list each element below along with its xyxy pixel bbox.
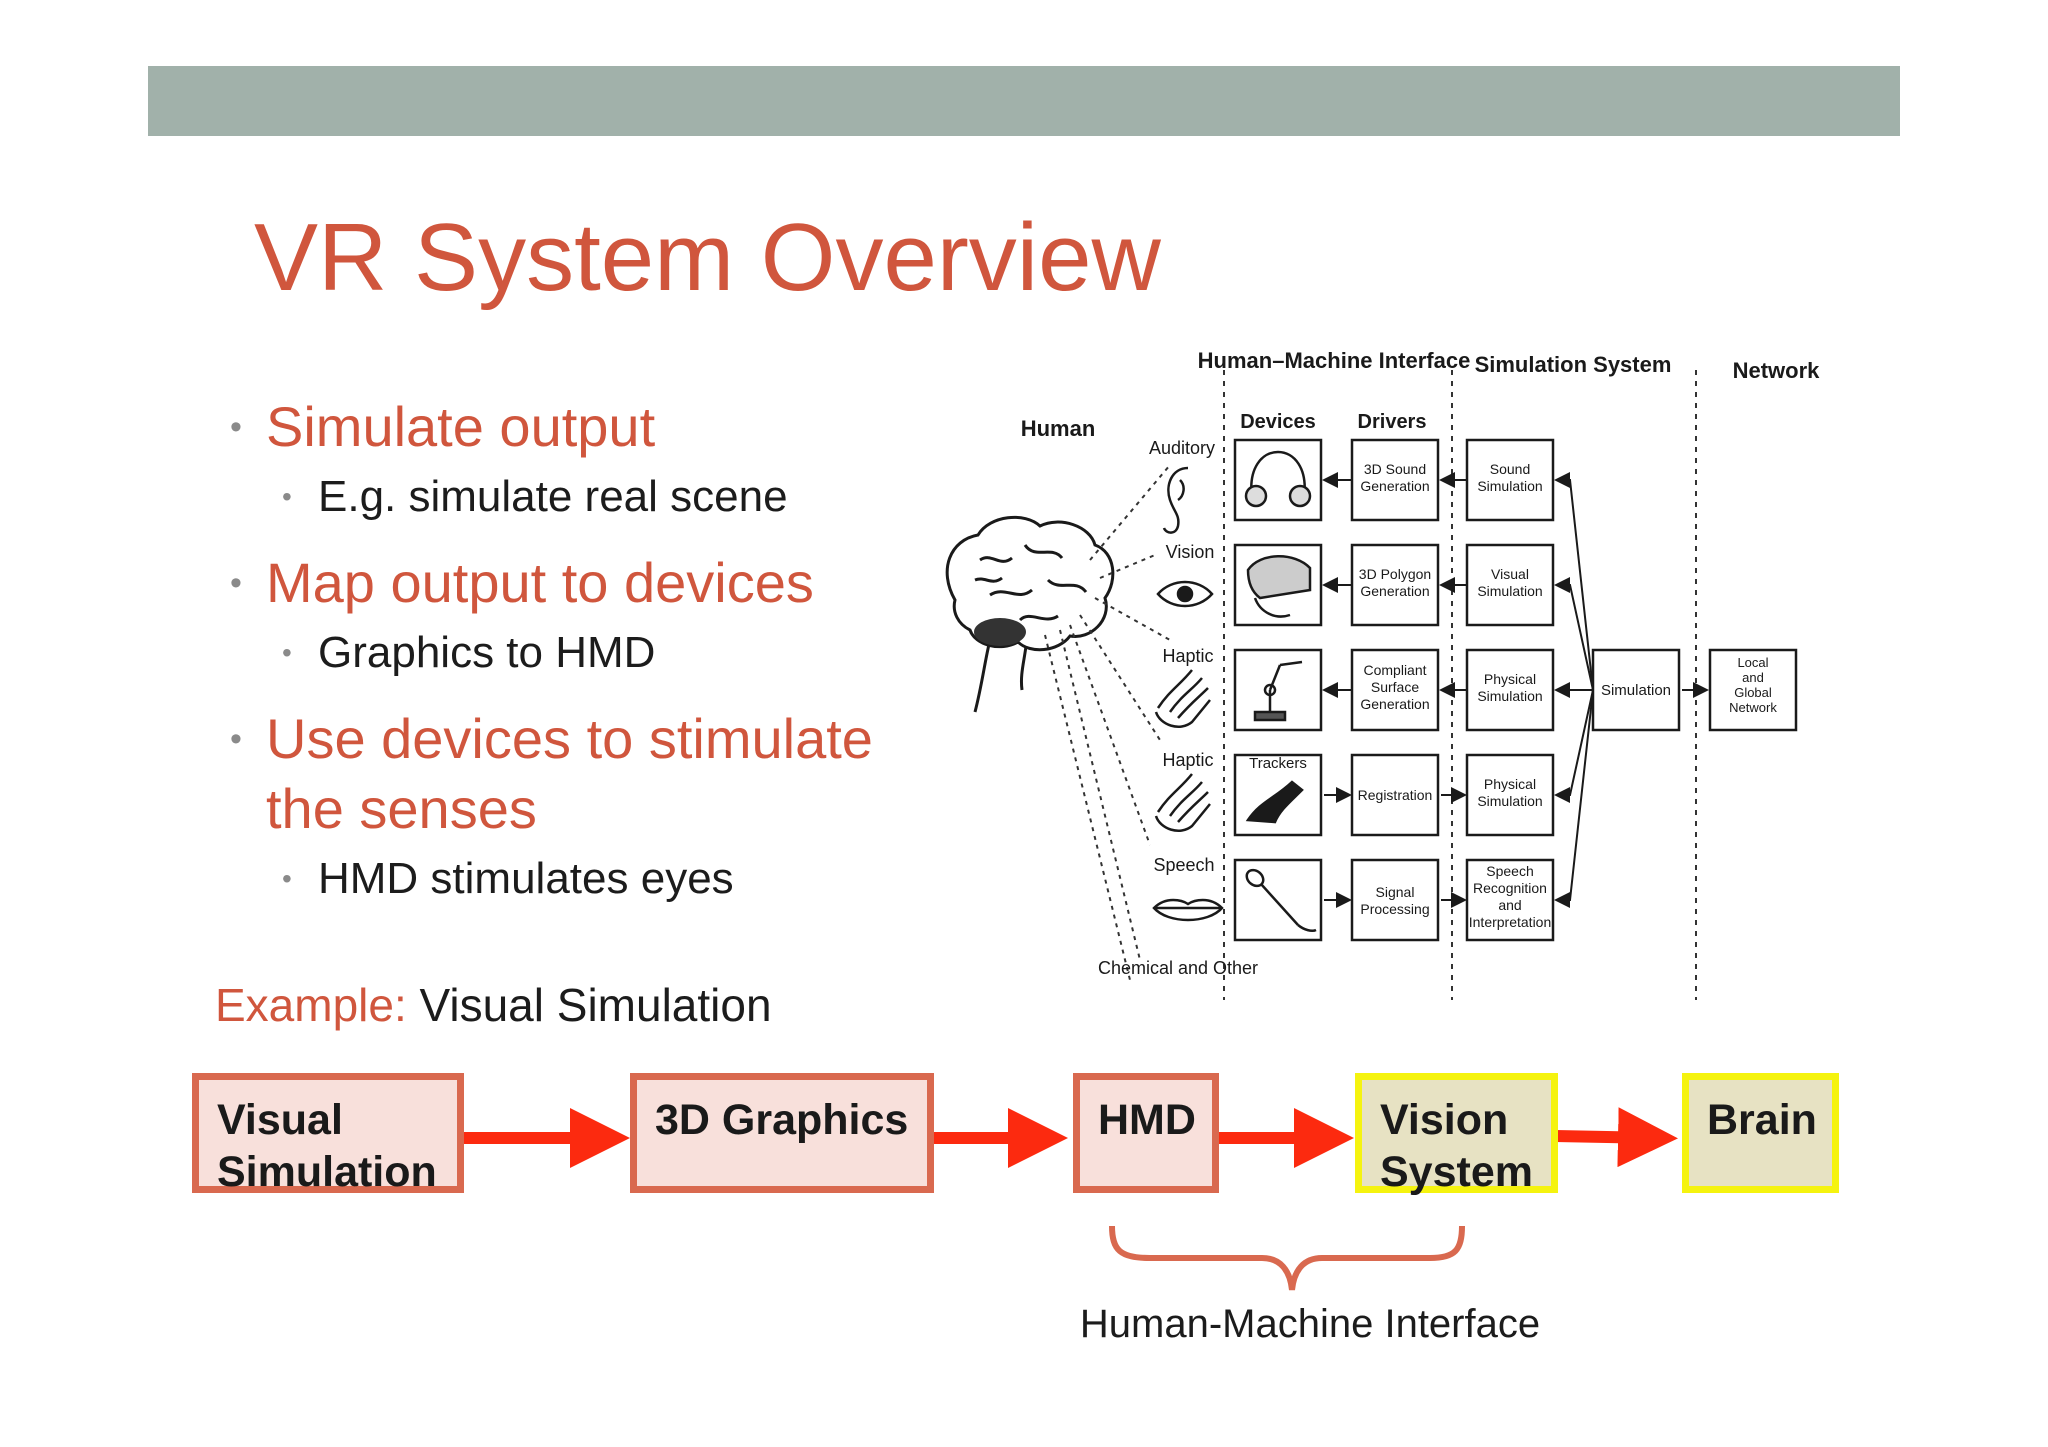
example-label: Example: <box>215 979 407 1031</box>
microphone-icon <box>1245 868 1317 933</box>
flow-node-brain: Brain <box>1682 1073 1839 1193</box>
sense-haptic-2: Haptic <box>1162 750 1213 770</box>
eye-icon <box>1156 580 1214 608</box>
brain-icon <box>945 515 1115 713</box>
robot-arm-icon <box>1253 660 1303 722</box>
hmi-brace <box>1109 1225 1465 1291</box>
flow-node-hmd: HMD <box>1073 1073 1219 1193</box>
column-human: Human <box>1021 416 1096 441</box>
sense-chemical: Chemical and Other <box>1098 958 1258 978</box>
hmi-label: Human-Machine Interface <box>1079 1302 1541 1346</box>
flow-node-visual-simulation: Visual Simulation <box>192 1073 464 1196</box>
sub-bullet-hmd-eyes: HMD stimulates eyes <box>230 850 930 908</box>
headphones-icon <box>1244 450 1312 508</box>
column-drivers: Drivers <box>1358 411 1427 433</box>
driver-registration: Registration <box>1358 787 1433 803</box>
column-devices: Devices <box>1240 411 1316 433</box>
sub-bullet-simulate-scene: E.g. simulate real scene <box>230 468 930 526</box>
lips-icon <box>1152 898 1224 922</box>
example-value: Visual Simulation <box>419 979 772 1031</box>
sense-auditory: Auditory <box>1149 438 1215 458</box>
hand-icon <box>1154 669 1211 728</box>
bullet-simulate-output: Simulate output <box>230 392 930 462</box>
slide-title: VR System Overview <box>254 204 1161 311</box>
ear-icon <box>1162 466 1189 534</box>
column-network: Network <box>1733 358 1821 383</box>
flow-node-3d-graphics: 3D Graphics <box>630 1073 934 1193</box>
device-trackers: Trackers <box>1249 755 1307 772</box>
central-simulation: Simulation <box>1601 682 1671 699</box>
flow-node-vision-system: Vision System <box>1355 1073 1558 1196</box>
hmd-icon <box>1246 555 1312 618</box>
sense-vision: Vision <box>1166 542 1215 562</box>
sense-speech: Speech <box>1153 855 1214 875</box>
vr-architecture-diagram: Human Human–Machine Interface Devices Dr… <box>945 348 1821 1000</box>
sense-haptic-1: Haptic <box>1162 646 1213 666</box>
bullet-use-devices: Use devices to stimulate the senses <box>230 704 930 844</box>
sub-bullet-graphics-hmd: Graphics to HMD <box>230 624 930 682</box>
bullet-list: Simulate output E.g. simulate real scene… <box>230 392 930 930</box>
arrow-4 <box>1554 1107 1678 1168</box>
column-hmi: Human–Machine Interface <box>1198 348 1471 373</box>
bullet-map-output: Map output to devices <box>230 548 930 618</box>
example-line: Example: Visual Simulation <box>215 978 772 1032</box>
header-bar <box>148 66 1900 136</box>
column-sim-system: Simulation System <box>1475 352 1672 377</box>
hand-icon <box>1154 773 1211 832</box>
tracker-glove-icon <box>1245 780 1304 824</box>
